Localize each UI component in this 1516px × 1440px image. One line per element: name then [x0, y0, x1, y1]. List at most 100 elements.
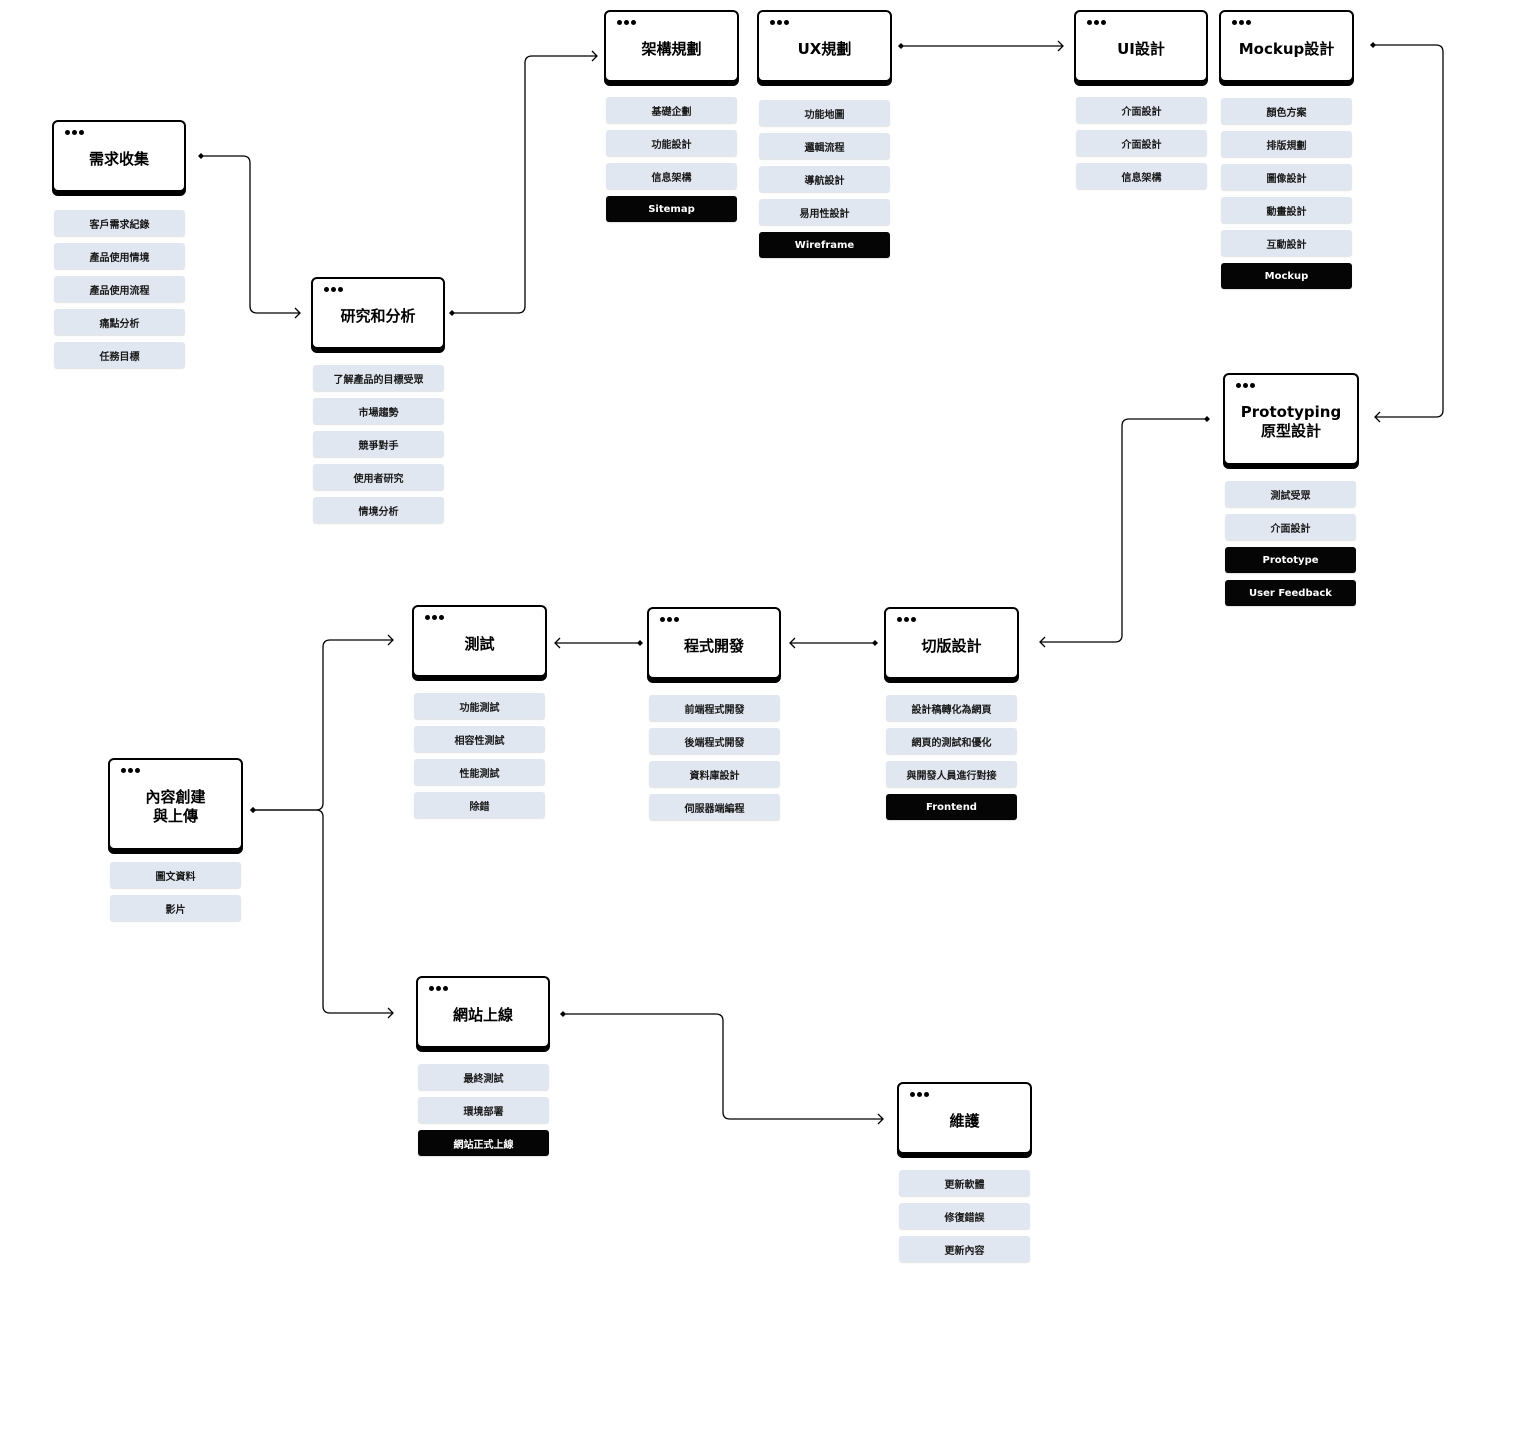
task-item: 更新軟體	[899, 1170, 1030, 1196]
task-item: 動畫設計	[1221, 197, 1352, 223]
task-item: 修復錯誤	[899, 1203, 1030, 1229]
task-item: 顏色方案	[1221, 98, 1352, 124]
window-dots-icon	[897, 617, 916, 622]
task-item: 邏輯流程	[759, 133, 890, 159]
task-item: 介面設計	[1076, 130, 1207, 156]
arrowhead-icon	[789, 637, 796, 649]
task-item: 伺服器端編程	[649, 794, 780, 820]
stage-title: 程式開發	[683, 636, 744, 655]
arrowhead-icon	[554, 637, 561, 649]
connector-content-to-testing	[250, 634, 394, 813]
task-item: 最終測試	[418, 1064, 549, 1090]
connector-start-diamond-icon	[449, 310, 455, 316]
stage-title: 架構規劃	[641, 39, 702, 58]
task-item: 情境分析	[313, 497, 444, 523]
connector-start-diamond-icon	[198, 153, 204, 159]
deliverable-tag: 網站正式上線	[418, 1130, 549, 1156]
task-item: 影片	[110, 895, 241, 921]
task-item: 功能測試	[414, 693, 545, 719]
task-list-maintenance: 更新軟體修復錯誤更新內容	[899, 1170, 1030, 1262]
task-item: 客戶需求紀錄	[54, 210, 185, 236]
stage-ux: UX規劃	[757, 10, 892, 82]
stage-title: 內容創建 與上傳	[145, 788, 206, 825]
deliverable-tag: User Feedback	[1225, 580, 1356, 606]
task-item: 與開發人員進行對接	[886, 761, 1017, 787]
stage-title: 網站上線	[452, 1005, 513, 1024]
arrowhead-icon	[294, 307, 301, 319]
stage-launch: 網站上線	[416, 976, 550, 1048]
task-item: 信息架構	[1076, 163, 1207, 189]
task-list-content: 圖文資料影片	[110, 862, 241, 921]
window-dots-icon	[324, 287, 343, 292]
deliverable-tag: Sitemap	[606, 196, 737, 222]
connector-prototyping-to-slicing	[1039, 416, 1210, 648]
task-item: 後端程式開發	[649, 728, 780, 754]
window-dots-icon	[121, 768, 140, 773]
task-item: 相容性測試	[414, 726, 545, 752]
window-dots-icon	[429, 986, 448, 991]
task-list-launch: 最終測試環境部署網站正式上線	[418, 1064, 549, 1156]
connector-ux-to-ui	[898, 40, 1064, 52]
task-item: 前端程式開發	[649, 695, 780, 721]
task-item: 競爭對手	[313, 431, 444, 457]
deliverable-tag: Frontend	[886, 794, 1017, 820]
task-item: 功能地圖	[759, 100, 890, 126]
window-dots-icon	[1232, 20, 1251, 25]
task-item: 網頁的測試和優化	[886, 728, 1017, 754]
task-list-ui: 介面設計介面設計信息架構	[1076, 97, 1207, 189]
task-item: 圖文資料	[110, 862, 241, 888]
task-item: 信息架構	[606, 163, 737, 189]
task-list-requirements: 客戶需求紀錄產品使用情境產品使用流程痛點分析任務目標	[54, 210, 185, 368]
stage-mockup: Mockup設計	[1219, 10, 1354, 82]
task-item: 排版規劃	[1221, 131, 1352, 157]
task-item: 除錯	[414, 792, 545, 818]
connector-start-diamond-icon	[250, 807, 256, 813]
stage-title: 維護	[949, 1111, 980, 1130]
task-item: 設計稿轉化為網頁	[886, 695, 1017, 721]
stage-content: 內容創建 與上傳	[108, 758, 243, 850]
task-list-slicing: 設計稿轉化為網頁網頁的測試和優化與開發人員進行對接 Frontend	[886, 695, 1017, 820]
window-dots-icon	[770, 20, 789, 25]
arrowhead-icon	[387, 1007, 394, 1019]
window-dots-icon	[425, 615, 444, 620]
connector-mockup-to-prototyping	[1370, 42, 1444, 423]
task-list-testing: 功能測試相容性測試性能測試除錯	[414, 693, 545, 818]
stage-title: Prototyping 原型設計	[1240, 403, 1342, 440]
stage-title: 需求收集	[88, 149, 149, 168]
connector-start-diamond-icon	[560, 1011, 566, 1017]
stage-testing: 測試	[412, 605, 547, 677]
stage-ui: UI設計	[1074, 10, 1208, 82]
task-item: 易用性設計	[759, 199, 890, 225]
stage-development: 程式開發	[647, 607, 781, 679]
arrowhead-icon	[1039, 636, 1046, 648]
window-dots-icon	[660, 617, 679, 622]
task-item: 市場趨勢	[313, 398, 444, 424]
stage-title: UX規劃	[797, 39, 852, 58]
window-dots-icon	[910, 1092, 929, 1097]
task-item: 使用者研究	[313, 464, 444, 490]
task-item: 了解產品的目標受眾	[313, 365, 444, 391]
task-item: 產品使用流程	[54, 276, 185, 302]
stage-requirements: 需求收集	[52, 120, 186, 192]
task-item: 資料庫設計	[649, 761, 780, 787]
window-dots-icon	[1236, 383, 1255, 388]
arrowhead-icon	[877, 1113, 884, 1125]
task-item: 導航設計	[759, 166, 890, 192]
deliverable-tag: Prototype	[1225, 547, 1356, 573]
stage-title: 研究和分析	[340, 306, 416, 325]
stage-title: 測試	[464, 634, 495, 653]
arrowhead-icon	[1374, 411, 1381, 423]
task-item: 更新內容	[899, 1236, 1030, 1262]
stage-slicing: 切版設計	[884, 607, 1019, 679]
stage-prototyping: Prototyping 原型設計	[1223, 373, 1359, 465]
task-item: 測試受眾	[1225, 481, 1356, 507]
task-item: 環境部署	[418, 1097, 549, 1123]
window-dots-icon	[65, 130, 84, 135]
connector-start-diamond-icon	[637, 640, 643, 646]
arrowhead-icon	[387, 634, 394, 646]
